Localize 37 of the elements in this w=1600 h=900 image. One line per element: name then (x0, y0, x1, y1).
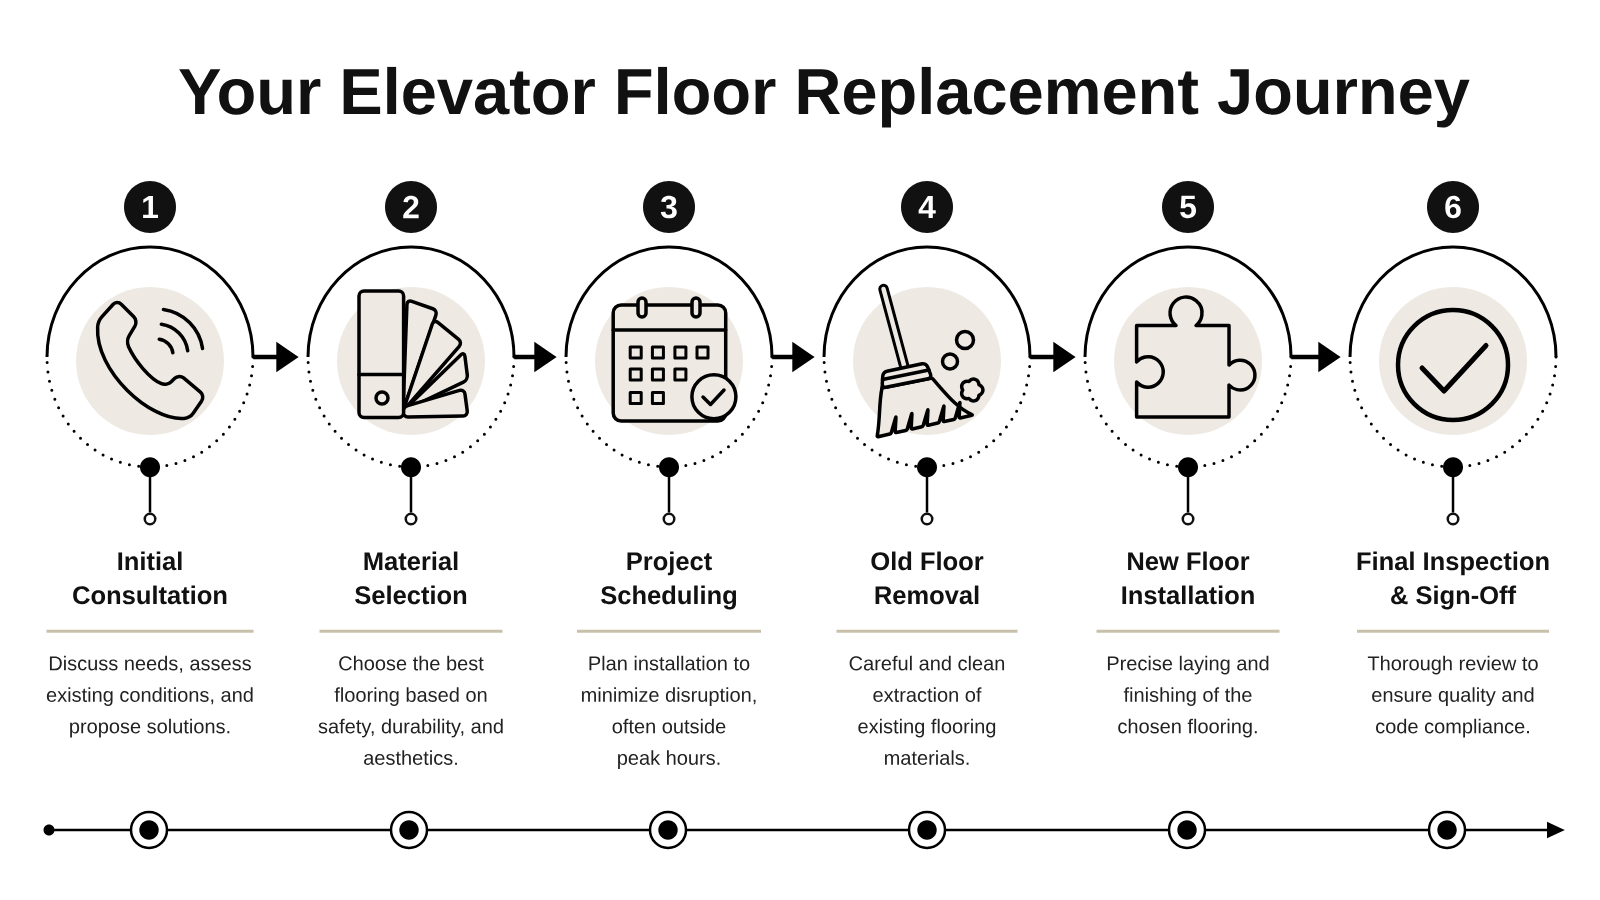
step-circle (822, 245, 1032, 469)
step-circle (306, 245, 516, 469)
connector-line (659, 457, 679, 513)
step-title: Old Floor Removal (871, 551, 984, 605)
step-description: Discuss needs, assess existing conditions, and propose solutions. (46, 655, 253, 738)
connector-line (1443, 457, 1463, 513)
number-badge: 3 (643, 181, 695, 233)
step-circle (564, 245, 774, 469)
step-description: Choose the best flooring based on safety, durability, and aesthetics. (318, 655, 503, 765)
end-ring (920, 512, 934, 526)
number-badge: 6 (1427, 181, 1479, 233)
step-circle (1083, 245, 1293, 469)
step-circle (1348, 245, 1558, 469)
connector-line (1178, 457, 1198, 513)
connector-line (917, 457, 937, 513)
end-ring (404, 512, 418, 526)
step-description: Plan installation to minimize disruption, often outside peak hours. (582, 655, 756, 769)
step-title: Material Selection (355, 551, 467, 605)
step-description: Thorough review to ensure quality and code compliance. (1367, 655, 1538, 738)
number-badge: 2 (385, 181, 437, 233)
step-title: Final Inspection & Sign-Off (1357, 551, 1549, 610)
end-ring (143, 512, 157, 526)
end-ring (1446, 512, 1460, 526)
number-badge: 4 (901, 181, 953, 233)
number-badge: 1 (124, 181, 176, 233)
step-title: Initial Consultation (73, 551, 227, 605)
connector-line (401, 457, 421, 513)
step-circle (45, 245, 255, 469)
step-title: Project Scheduling (601, 551, 737, 610)
number-badge: 5 (1162, 181, 1214, 233)
connector-line (140, 457, 160, 513)
end-ring (1181, 512, 1195, 526)
step-description: Precise laying and finishing of the chosen flooring. (1107, 655, 1269, 738)
step-title: New Floor Installation (1122, 551, 1254, 605)
end-ring (662, 512, 676, 526)
page-title: Your Elevator Floor Replacement Journey (179, 66, 1470, 128)
step-description: Careful and clean extraction of existing flooring materials. (849, 655, 1005, 765)
